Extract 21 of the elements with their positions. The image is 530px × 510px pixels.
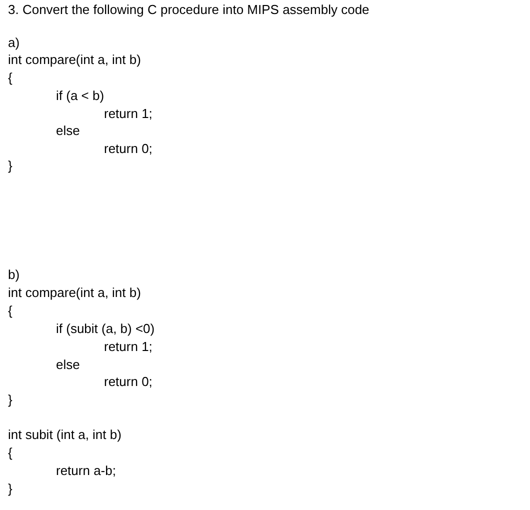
code-line: a) <box>8 35 20 50</box>
code-line: } <box>8 158 12 173</box>
code-line: if (a < b) <box>56 88 104 103</box>
code-line: return 0; <box>104 374 152 389</box>
code-line: return 1; <box>104 106 152 121</box>
code-line: if (subit (a, b) <0) <box>56 321 155 336</box>
question-heading: 3. Convert the following C procedure into MIPS assembly code <box>8 2 370 17</box>
code-line: { <box>8 445 12 460</box>
code-line: } <box>8 481 12 496</box>
code-line: int compare(int a, int b) <box>8 52 141 67</box>
code-line: return 0; <box>104 141 152 156</box>
code-line: { <box>8 303 12 318</box>
code-line: else <box>56 123 80 138</box>
code-line: b) <box>8 267 20 282</box>
code-line: { <box>8 70 12 85</box>
code-line: return a-b; <box>56 463 116 478</box>
code-line: int compare(int a, int b) <box>8 285 141 300</box>
code-line: return 1; <box>104 339 152 354</box>
code-line: else <box>56 357 80 372</box>
code-line: } <box>8 392 12 407</box>
code-line: int subit (int a, int b) <box>8 427 122 442</box>
